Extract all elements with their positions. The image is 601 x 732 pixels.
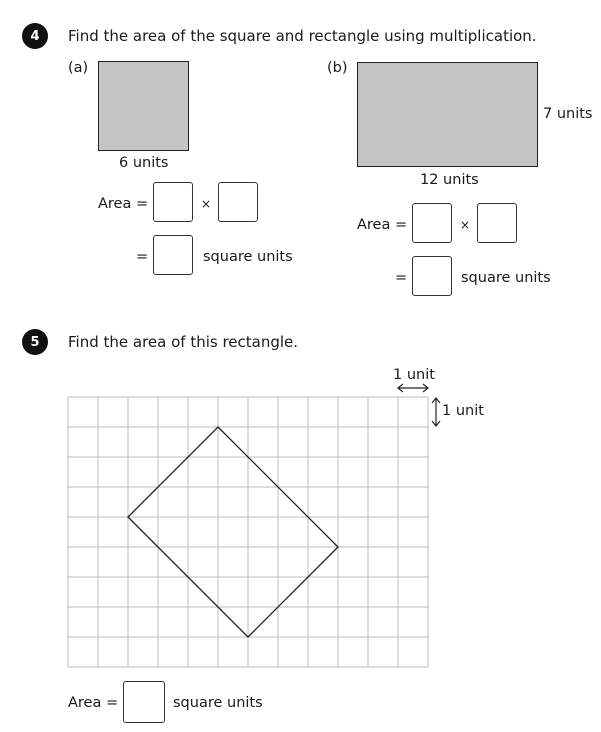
part-a-factor-2-box[interactable] bbox=[218, 182, 258, 222]
vertical-double-arrow-icon bbox=[431, 397, 441, 427]
part-b-label: (b) bbox=[327, 60, 348, 76]
square-side-label: 6 units bbox=[119, 155, 169, 171]
part-a-area-label: Area = bbox=[98, 196, 149, 212]
question-4-number-text: 4 bbox=[30, 28, 40, 44]
square-shape bbox=[98, 61, 189, 151]
part-a-times-sign: × bbox=[201, 197, 212, 211]
question-4-text: Find the area of the square and rectangl… bbox=[68, 27, 537, 45]
tilted-rectangle-shape bbox=[127, 426, 339, 638]
unit-grid bbox=[67, 396, 429, 668]
question-5-text: Find the area of this rectangle. bbox=[68, 333, 299, 351]
part-a-answer-box[interactable] bbox=[153, 235, 193, 275]
rectangle-height-label: 7 units bbox=[543, 106, 593, 122]
question-5-number: 5 bbox=[22, 329, 48, 355]
unit-legend-horizontal-label: 1 unit bbox=[393, 367, 435, 383]
part-b-factor-2-box[interactable] bbox=[477, 203, 517, 243]
rectangle-width-label: 12 units bbox=[420, 172, 479, 188]
q5-area-label: Area = bbox=[68, 695, 119, 711]
part-a-equals-sign: = bbox=[136, 249, 149, 265]
part-b-equals-sign: = bbox=[395, 270, 408, 286]
part-b-answer-box[interactable] bbox=[412, 256, 452, 296]
part-b-area-label: Area = bbox=[357, 217, 408, 233]
part-b-units-label: square units bbox=[461, 270, 551, 286]
question-5-number-text: 5 bbox=[30, 334, 40, 350]
unit-legend-vertical-label: 1 unit bbox=[442, 403, 484, 419]
horizontal-double-arrow-icon bbox=[397, 383, 429, 393]
grid-lines bbox=[67, 396, 429, 668]
rectangle-shape bbox=[357, 62, 538, 167]
part-a-factor-1-box[interactable] bbox=[153, 182, 193, 222]
question-4-number: 4 bbox=[22, 23, 48, 49]
part-b-times-sign: × bbox=[460, 218, 471, 232]
part-b-factor-1-box[interactable] bbox=[412, 203, 452, 243]
part-a-units-label: square units bbox=[203, 249, 293, 265]
q5-units-label: square units bbox=[173, 695, 263, 711]
part-a-label: (a) bbox=[68, 60, 89, 76]
q5-answer-box[interactable] bbox=[123, 681, 165, 723]
